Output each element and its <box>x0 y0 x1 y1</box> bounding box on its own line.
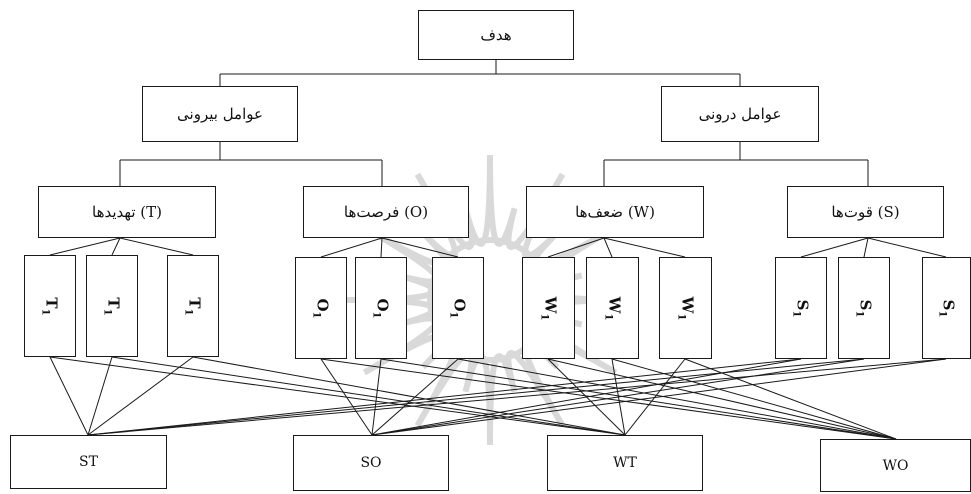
category-internal-label: عوامل درونی <box>698 105 782 123</box>
factor-s-2-label: S1 <box>853 299 875 317</box>
weaknesses-fan-3 <box>603 237 686 258</box>
factor-w-2-box: W1 <box>586 257 639 359</box>
factor-o-1-label: O1 <box>310 297 332 319</box>
opportunities-fan-1 <box>320 237 383 258</box>
group-weaknesses-box: ضعف‌ها (W) <box>526 186 704 238</box>
factor-o-2-box: O1 <box>355 257 407 359</box>
weaknesses-fan-1 <box>547 237 605 258</box>
opportunities-fan-3 <box>381 237 459 258</box>
strategy-wt-box: WT <box>547 435 703 491</box>
factor-o-3-label: O1 <box>447 297 469 319</box>
strategy-link-1-0 <box>87 358 802 436</box>
factor-s-3-box: S1 <box>922 257 971 359</box>
factor-t-1-box: T1 <box>24 255 76 357</box>
factor-t-1-label: T1 <box>39 296 61 316</box>
threats-fan-3 <box>119 237 194 256</box>
strategy-link-5-1 <box>611 358 626 436</box>
category-external-label: عوامل بیرونی <box>177 105 263 123</box>
strategy-so-box: SO <box>293 435 449 491</box>
group-strengths-label: قوت‌ها (S) <box>831 203 900 221</box>
factor-t-3-box: T1 <box>167 255 219 357</box>
strategy-wo-box: WO <box>820 439 971 492</box>
group-threats-box: تهدیدها (T) <box>38 186 216 238</box>
factor-w-3-label: W1 <box>674 296 696 320</box>
strategy-link-7-1 <box>611 358 897 440</box>
group-strengths-box: قوت‌ها (S) <box>787 186 944 238</box>
strategy-link-0-0 <box>49 356 89 436</box>
threats-fan-1 <box>49 237 121 256</box>
factor-w-1-label: W1 <box>537 296 559 320</box>
threats-fan-2 <box>111 237 121 256</box>
strategy-wt-label: WT <box>613 455 637 471</box>
strategy-link-6-2 <box>457 358 897 440</box>
factor-s-1-label: S1 <box>790 299 812 317</box>
factor-w-1-box: W1 <box>522 257 575 359</box>
weaknesses-fan-2 <box>603 237 613 258</box>
strategy-link-0-1 <box>87 356 113 436</box>
category-internal-box: عوامل درونی <box>661 86 819 142</box>
strategy-link-7-2 <box>684 358 897 440</box>
strategy-link-3-2 <box>371 358 947 436</box>
strategy-link-6-1 <box>380 358 897 440</box>
strategy-st-box: ST <box>10 435 167 489</box>
strategy-link-7-0 <box>547 358 897 440</box>
strategy-link-1-1 <box>87 358 865 436</box>
group-threats-label: تهدیدها (T) <box>92 203 162 221</box>
group-opportunities-label: فرصت‌ها (O) <box>343 203 429 221</box>
factor-s-2-box: S1 <box>838 257 890 359</box>
factor-o-2-label: O1 <box>370 297 392 319</box>
group-weaknesses-label: ضعف‌ها (W) <box>575 203 655 221</box>
strategy-link-4-2 <box>192 356 626 436</box>
factor-t-3-label: T1 <box>182 296 204 316</box>
strengths-fan-2 <box>863 237 869 258</box>
strategy-so-label: SO <box>360 455 382 471</box>
factor-w-2-label: W1 <box>601 296 623 320</box>
factor-t-2-box: T1 <box>86 255 138 357</box>
strategy-link-5-2 <box>624 358 686 436</box>
root-goal-box: هدف <box>418 10 574 60</box>
strategy-link-5-0 <box>547 358 626 436</box>
factor-s-1-box: S1 <box>775 257 827 359</box>
strategy-link-1-2 <box>87 358 947 436</box>
factor-t-2-label: T1 <box>101 296 123 316</box>
factor-o-1-box: O1 <box>295 257 347 359</box>
factor-o-3-box: O1 <box>432 257 484 359</box>
group-opportunities-box: فرصت‌ها (O) <box>303 186 469 238</box>
factor-s-3-label: S1 <box>936 299 957 317</box>
opportunities-fan-2 <box>380 237 383 258</box>
strategy-link-0-2 <box>87 356 194 436</box>
connector-lines <box>49 60 947 440</box>
category-external-box: عوامل بیرونی <box>142 86 298 142</box>
strategy-link-6-0 <box>320 358 897 440</box>
root-goal-label: هدف <box>480 26 512 44</box>
strengths-fan-3 <box>867 237 947 258</box>
strengths-fan-1 <box>800 237 869 258</box>
strategy-link-4-0 <box>49 356 626 436</box>
strategy-wo-label: WO <box>882 457 909 474</box>
strategy-st-label: ST <box>79 454 98 470</box>
strategy-link-4-1 <box>111 356 626 436</box>
factor-w-3-box: W1 <box>659 257 712 359</box>
